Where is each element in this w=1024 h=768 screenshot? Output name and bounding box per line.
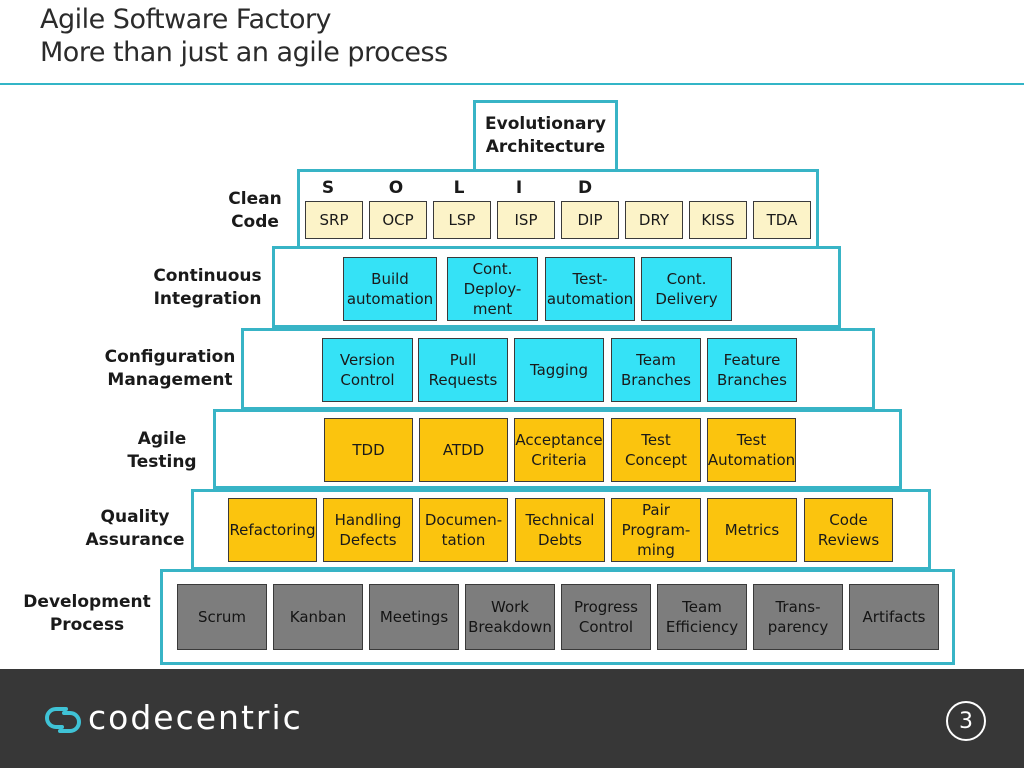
box-pull-requests: Pull Requests [418,338,508,402]
codecentric-logo-text: codecentric [88,698,303,737]
tier-label-agile-testing: Agile Testing [127,429,197,472]
tier-label-configuration-management: Configuration Management [104,347,236,390]
box-documentation: Documen- tation [419,498,508,562]
tier-evolutionary-architecture-label: Evolutionary Architecture [485,114,606,157]
tier-evolutionary-architecture: Evolutionary Architecture [473,100,618,172]
box-pair-programming: Pair Program- ming [611,498,701,562]
box-artifacts: Artifacts [849,584,939,650]
box-ocp: OCP [369,201,427,239]
box-dry: DRY [625,201,683,239]
box-progress-control: Progress Control [561,584,651,650]
footer-bar [0,669,1024,768]
box-isp: ISP [497,201,555,239]
solid-letter-s: S [321,178,335,198]
box-meetings: Meetings [369,584,459,650]
box-kanban: Kanban [273,584,363,650]
box-atdd: ATDD [419,418,508,482]
codecentric-logo-icon [45,707,81,733]
box-cont-deployment: Cont. Deploy- ment [447,257,538,321]
box-test-automation: Test- automation [545,257,635,321]
box-feature-branches: Feature Branches [707,338,797,402]
box-acceptance-criteria: Acceptance Criteria [514,418,604,482]
box-code-reviews: Code Reviews [804,498,893,562]
slide-title: Agile Software Factory [40,4,332,35]
box-test-concept: Test Concept [611,418,701,482]
box-tda: TDA [753,201,811,239]
box-team-branches: Team Branches [611,338,701,402]
box-dip: DIP [561,201,619,239]
box-handling-defects: Handling Defects [323,498,413,562]
tier-label-continuous-integration: Continuous Integration [153,266,262,309]
box-srp: SRP [305,201,363,239]
tier-label-clean-code: Clean Code [228,189,282,232]
box-scrum: Scrum [177,584,267,650]
box-work-breakdown: Work Breakdown [465,584,555,650]
solid-letter-i: I [515,178,523,198]
title-divider [0,83,1024,85]
box-transparency: Trans- parency [753,584,843,650]
solid-letter-o: O [388,178,404,198]
box-cont-delivery: Cont. Delivery [641,257,732,321]
box-technical-debts: Technical Debts [515,498,605,562]
box-tagging: Tagging [514,338,604,402]
box-version-control: Version Control [322,338,413,402]
tier-label-quality-assurance: Quality Assurance [85,507,185,550]
slide-subtitle: More than just an agile process [40,37,448,68]
page-number: 3 [946,701,986,741]
box-metrics: Metrics [707,498,797,562]
box-kiss: KISS [689,201,747,239]
solid-letter-l: L [453,178,465,198]
solid-letter-d: D [577,178,593,198]
box-team-efficiency: Team Efficiency [657,584,747,650]
box-refactoring: Refactoring [228,498,317,562]
box-tdd: TDD [324,418,413,482]
tier-label-development-process: Development Process [23,592,151,635]
box-test-automation-qa: Test Automation [707,418,796,482]
box-build-automation: Build automation [343,257,437,321]
box-lsp: LSP [433,201,491,239]
